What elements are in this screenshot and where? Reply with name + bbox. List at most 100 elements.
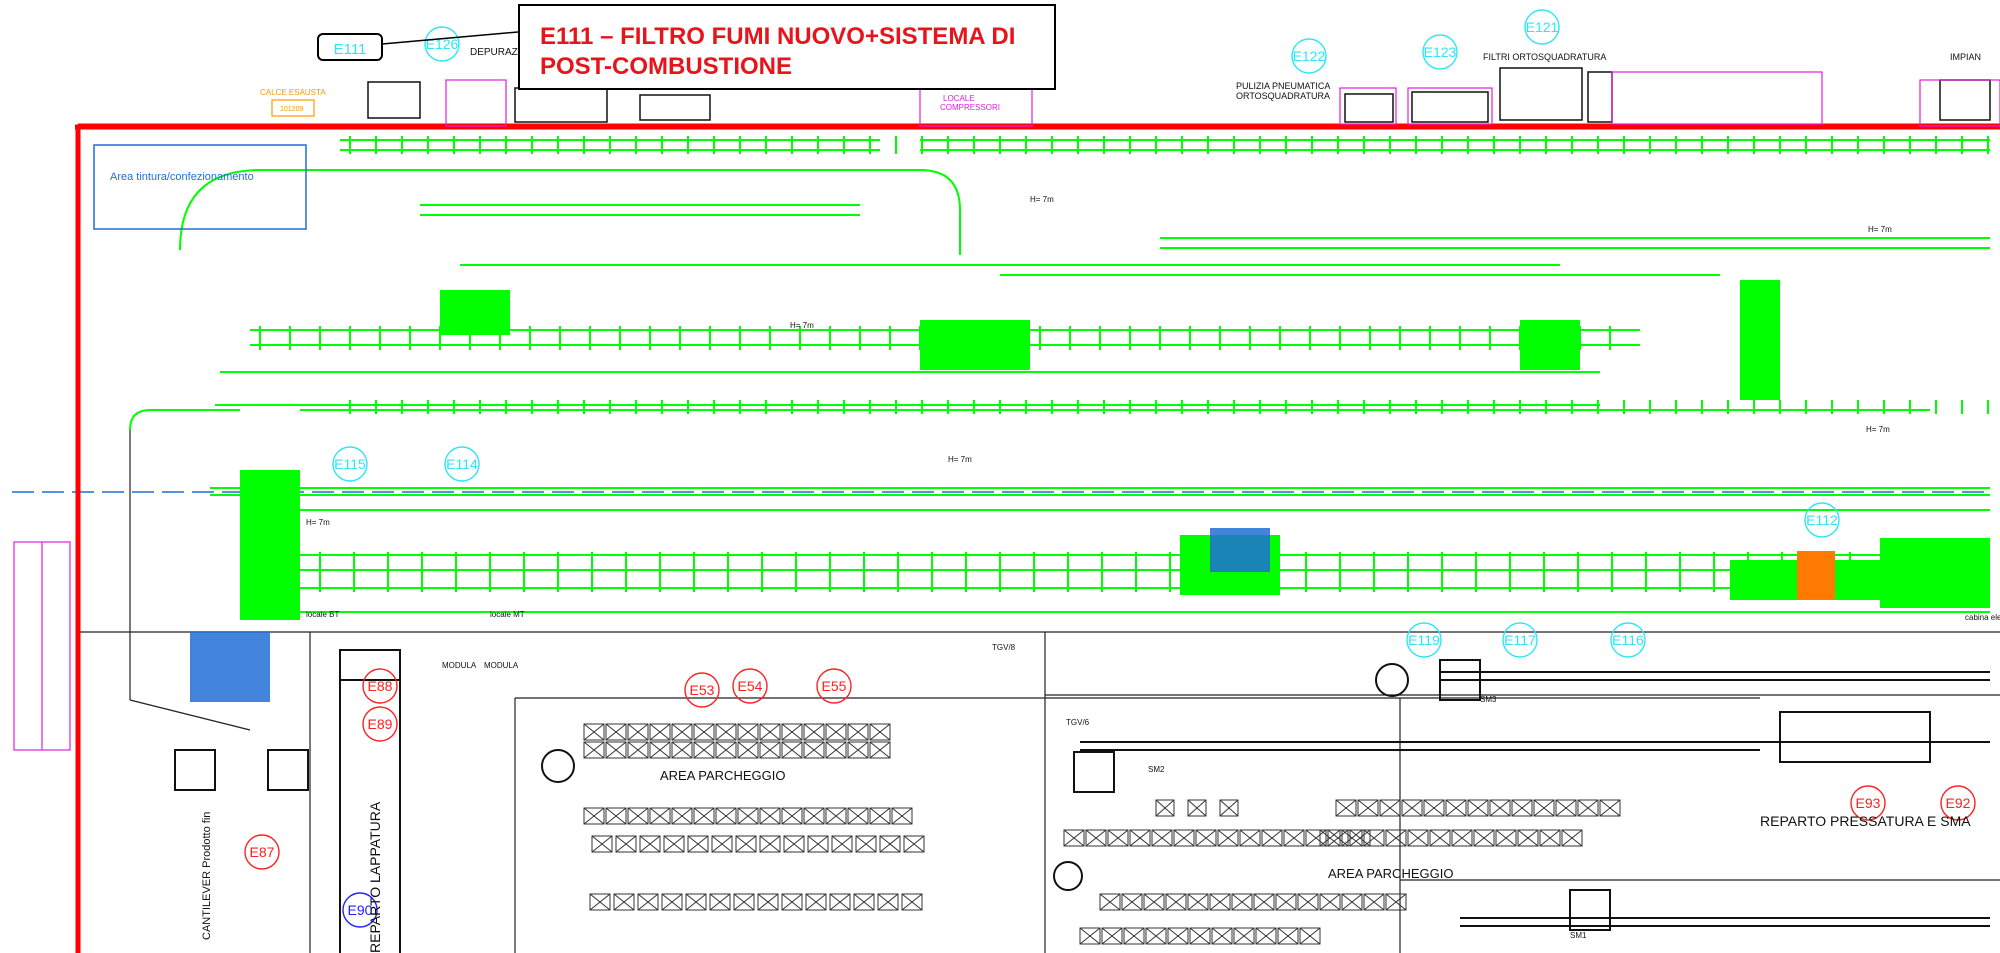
tintura-area [93, 144, 307, 230]
parking-slot-diag [1357, 799, 1379, 817]
parking-slot-diag [1255, 927, 1277, 945]
parking-slot-diag [781, 893, 803, 911]
label-locale-mt: locale MT [490, 610, 525, 619]
parking-slot [1473, 829, 1495, 847]
parking-slot-diag [759, 741, 781, 759]
parking-slot-diag [1187, 799, 1207, 817]
parking-slot-diag [715, 741, 737, 759]
parking-slot-diag [583, 723, 605, 741]
parking-slot-diag [649, 741, 671, 759]
parking-slot [1511, 799, 1533, 817]
parking-slot [1173, 829, 1195, 847]
parking-slot [1233, 927, 1255, 945]
press-machine [1779, 711, 1931, 763]
green-loop [129, 409, 240, 431]
e111-tag-box [317, 33, 383, 61]
parking-slot [803, 807, 825, 825]
parking-slot [583, 741, 605, 759]
parking-slot [1253, 893, 1275, 911]
parking-slot-diag [807, 835, 829, 853]
parking-slot [1275, 893, 1297, 911]
parking-slot [783, 835, 805, 853]
parking-slot [693, 741, 715, 759]
parking-slot-diag [1517, 829, 1539, 847]
parking-slot-diag [783, 835, 805, 853]
parking-slot-diag [1599, 799, 1621, 817]
label-h-6: H= 7m [1866, 425, 1890, 434]
label-h-4: H= 7m [306, 518, 330, 527]
parking-slot [781, 723, 803, 741]
callout-line-1: E111 – FILTRO FUMI NUOVO+SISTEMA DI [540, 23, 1016, 50]
parking-slot [671, 741, 693, 759]
parking-slot-diag [627, 807, 649, 825]
parking-slot-diag [879, 835, 901, 853]
cyan-marker-circle [1422, 34, 1458, 70]
parking-slot-diag [853, 893, 875, 911]
parking-slot-diag [805, 893, 827, 911]
parking-slot-diag [583, 807, 605, 825]
top-equipment [367, 67, 1991, 123]
parking-slot-diag [869, 723, 891, 741]
parking-slot [661, 893, 683, 911]
red-marker-circle [732, 668, 768, 704]
parking-slot-diag [1379, 799, 1401, 817]
label-locale-compressori-1: LOCALE [943, 94, 975, 103]
parking-slot-diag [627, 741, 649, 759]
press-wheel [1375, 663, 1409, 697]
cyan-marker-circle [1804, 502, 1840, 538]
parking-slot-diag [1107, 829, 1129, 847]
parking-slot [879, 835, 901, 853]
press-machine [174, 749, 216, 791]
red-marker-circle [362, 706, 398, 742]
green-machine [1740, 280, 1780, 400]
parking-slot [1379, 799, 1401, 817]
parking-slot [807, 835, 829, 853]
parking-slot [1401, 799, 1423, 817]
parking-slot [1187, 893, 1209, 911]
press-machine [1073, 751, 1115, 793]
red-marker-label: E53 [690, 682, 715, 698]
parking-slot [1599, 799, 1621, 817]
parking-slot-diag [671, 723, 693, 741]
label-h-5: H= 7m [1868, 225, 1892, 234]
red-marker-circle [1940, 785, 1976, 821]
parking-slot-diag [715, 807, 737, 825]
parking-slot [1423, 799, 1445, 817]
label-filtri: FILTRI ORTOSQUADRATURA [1483, 52, 1606, 62]
red-marker-label: E92 [1946, 795, 1971, 811]
parking-slot-diag [605, 807, 627, 825]
parking-slot [639, 835, 661, 853]
cyan-marker-label: E121 [1526, 19, 1559, 35]
lappatura-line [339, 650, 401, 953]
parking-slot-diag [1489, 799, 1511, 817]
parking-slot-diag [757, 893, 779, 911]
parking-slot [829, 893, 851, 911]
cyan-marker-label: E116 [1612, 632, 1644, 648]
cyan-marker-circle [1610, 622, 1646, 658]
red-marker-circle [362, 668, 398, 704]
parking-slot-diag [1253, 893, 1275, 911]
parking-slot [831, 835, 853, 853]
red-marker-label: E89 [368, 716, 393, 732]
parking-slot [711, 835, 733, 853]
parking-slot-diag [1401, 799, 1423, 817]
label-calce-code: 101209 [280, 106, 303, 113]
green-machine [1880, 538, 1990, 608]
parking-slot [663, 835, 685, 853]
parking-slot [1085, 829, 1107, 847]
parking-slot-diag [1319, 829, 1341, 847]
parking-slot [1195, 829, 1217, 847]
parking-slot [1555, 799, 1577, 817]
parking-slot-diag [687, 835, 709, 853]
parking-slot-diag [1277, 927, 1299, 945]
parking-slot-diag [1239, 829, 1261, 847]
parking-slot-diag [1121, 893, 1143, 911]
parking-slot-diag [1341, 829, 1363, 847]
parking-slot [693, 807, 715, 825]
parking-slot [1407, 829, 1429, 847]
parking-slot-diag [869, 741, 891, 759]
parking-slot-diag [1539, 829, 1561, 847]
parking-slot [605, 807, 627, 825]
label-depurazione: DEPURAZ [470, 47, 518, 58]
